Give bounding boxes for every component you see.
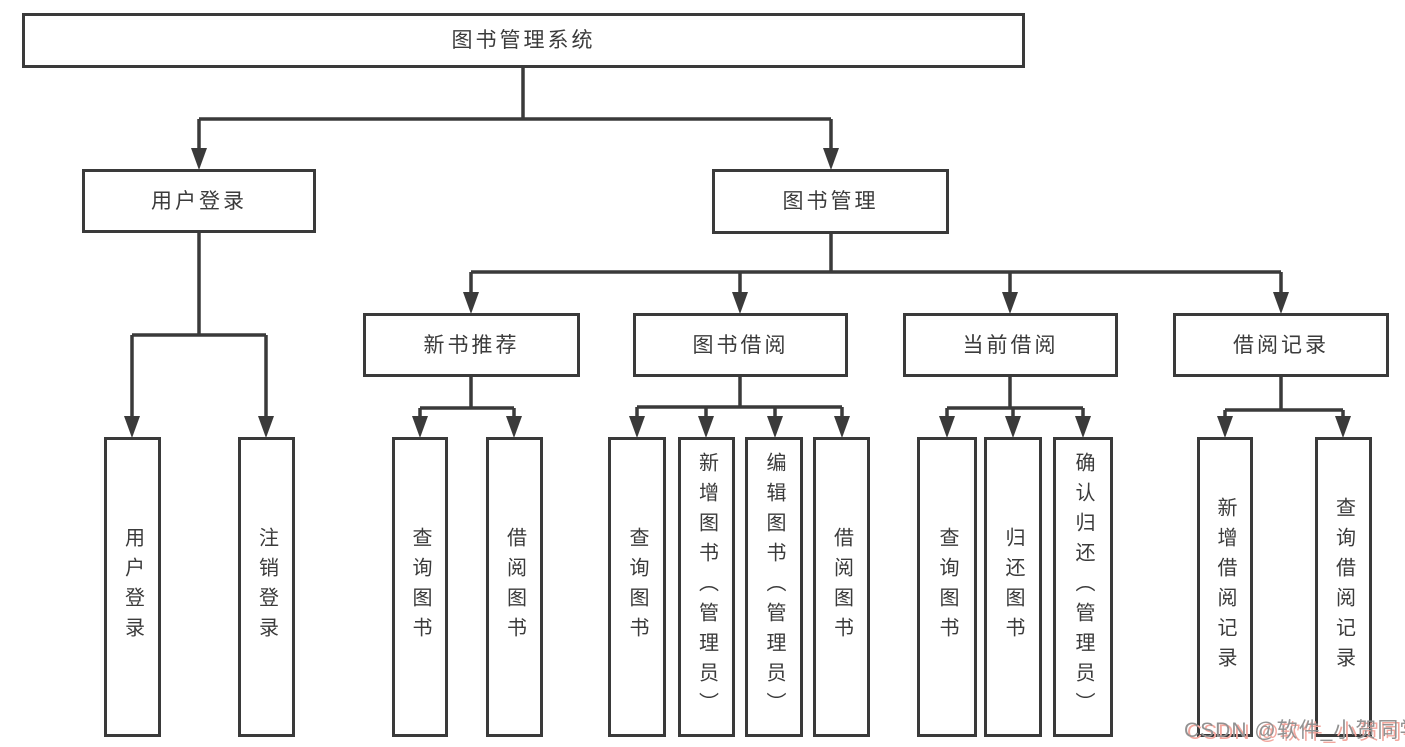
leaf-records-query-record: 查询借阅记录	[1315, 437, 1372, 737]
arrow-down-icon	[1075, 416, 1091, 438]
csdn-watermark: CSDN @软件_小贺同学	[1184, 719, 1405, 742]
leaf-recommend-borrow-books: 借阅图书	[486, 437, 543, 737]
arrow-down-icon	[506, 416, 522, 438]
connector-line	[130, 233, 268, 418]
node-user-login: 用户登录	[82, 169, 316, 233]
leaf-current-confirm-return-admin: 确认归还（管理员）	[1053, 437, 1113, 737]
connector-line	[469, 234, 1283, 295]
connector-line	[945, 377, 1085, 418]
arrow-down-icon	[834, 416, 850, 438]
arrow-down-icon	[823, 148, 839, 170]
leaf-user-login: 用户登录	[104, 437, 161, 737]
node-current-borrowing: 当前借阅	[903, 313, 1118, 377]
node-library-management-system: 图书管理系统	[22, 13, 1025, 68]
leaf-logout: 注销登录	[238, 437, 295, 737]
arrow-down-icon	[1273, 292, 1289, 314]
leaf-current-return-books: 归还图书	[984, 437, 1042, 737]
leaf-borrowing-add-books-admin: 新增图书（管理员）	[678, 437, 735, 737]
leaf-records-add-record: 新增借阅记录	[1197, 437, 1253, 737]
connector-line	[1223, 377, 1345, 418]
node-borrowing-records: 借阅记录	[1173, 313, 1389, 377]
leaf-current-query-books: 查询图书	[917, 437, 977, 737]
leaf-borrowing-query-books: 查询图书	[608, 437, 666, 737]
arrow-down-icon	[939, 416, 955, 438]
leaf-borrowing-edit-books-admin: 编辑图书（管理员）	[745, 437, 803, 737]
connector-line	[635, 377, 844, 418]
arrow-down-icon	[767, 416, 783, 438]
arrow-down-icon	[191, 148, 207, 170]
node-new-book-recommend: 新书推荐	[363, 313, 580, 377]
arrow-down-icon	[1335, 416, 1351, 438]
arrow-down-icon	[629, 416, 645, 438]
arrow-down-icon	[412, 416, 428, 438]
arrow-down-icon	[463, 292, 479, 314]
arrow-down-icon	[1002, 292, 1018, 314]
arrow-down-icon	[258, 416, 274, 438]
connector-line	[197, 68, 833, 152]
leaf-recommend-query-books: 查询图书	[392, 437, 448, 737]
node-book-management: 图书管理	[712, 169, 949, 234]
node-book-borrowing: 图书借阅	[633, 313, 848, 377]
connector-line	[418, 377, 516, 418]
arrow-down-icon	[732, 292, 748, 314]
leaf-borrowing-borrow-books: 借阅图书	[813, 437, 870, 737]
arrow-down-icon	[1217, 416, 1233, 438]
arrow-down-icon	[124, 416, 140, 438]
arrow-down-icon	[1005, 416, 1021, 438]
arrow-down-icon	[698, 416, 714, 438]
